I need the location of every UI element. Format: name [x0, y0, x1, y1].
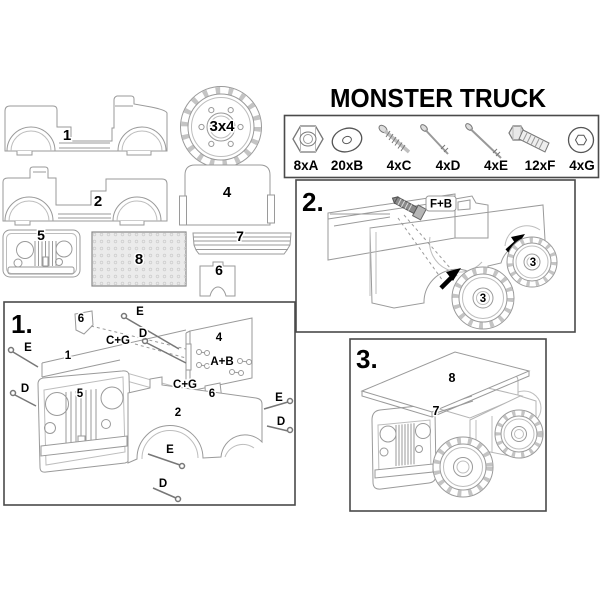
- page-title: MONSTER TRUCK: [330, 83, 546, 113]
- part-1-label: 1: [63, 127, 71, 144]
- step-3-panel-label: 8: [449, 371, 456, 385]
- part-5-label: 5: [37, 227, 45, 243]
- label-panel2: 2: [175, 407, 181, 419]
- hardware-qty-a: 8xA: [294, 158, 319, 173]
- part-8-label: 8: [135, 251, 143, 268]
- part-4-rear-panel: 4: [179, 164, 275, 226]
- hardware-qty-e: 4xE: [484, 158, 508, 173]
- step-1-assembly-drawing: [7, 310, 294, 503]
- fastener-callout: F+B: [430, 199, 452, 211]
- step-2-front-wheel: 3: [451, 266, 515, 330]
- step-3: 3.: [349, 338, 547, 512]
- wood-screw-icon: [378, 124, 411, 154]
- part-6-bracket: 6: [199, 261, 236, 297]
- part-5-grille: 5: [2, 226, 81, 278]
- screw-e-top: [120, 312, 180, 350]
- screw-d-top: [141, 337, 187, 364]
- washer-icon: [331, 127, 363, 153]
- label-d-bottom: D: [159, 478, 167, 490]
- label-grille: 5: [77, 388, 84, 400]
- part-7-label: 7: [236, 228, 244, 244]
- part-3-wheel: 3x4: [180, 86, 262, 168]
- bolt-long-icon: [465, 123, 502, 159]
- label-bracket-top: 6: [78, 313, 84, 325]
- part-6-label: 6: [215, 262, 223, 278]
- label-d-left: D: [21, 383, 29, 395]
- part-8-bed-panel: 8: [91, 231, 187, 287]
- hardware-qty-f: 12xF: [525, 158, 556, 173]
- fastener-callout-box: [425, 195, 457, 212]
- label-panel4: 4: [216, 332, 223, 344]
- step-2-rear-wheel-label: 3: [530, 257, 536, 269]
- step-2-front-wheel-label: 3: [480, 293, 486, 305]
- label-ab: A+B: [210, 356, 233, 368]
- barrel-nut-icon: [567, 126, 595, 154]
- parts-overview: 1 3x4 2: [2, 86, 292, 297]
- label-d-top: D: [139, 328, 147, 340]
- part-1-side-panel: 1: [4, 95, 168, 156]
- label-cg-top: C+G: [106, 335, 130, 347]
- screw-e-left: [7, 346, 39, 368]
- step-3-rear-wheel: [494, 409, 544, 459]
- step-1: 1.: [3, 301, 296, 506]
- label-bracket-mid: 6: [209, 388, 215, 400]
- label-panel1: 1: [65, 350, 72, 362]
- label-e-bottom: E: [166, 444, 174, 456]
- step-2-number: 2.: [302, 187, 324, 217]
- label-e-top: E: [136, 306, 144, 318]
- part-2-side-panel: 2: [2, 166, 168, 226]
- assembly-arrow-front: [439, 268, 461, 290]
- step-3-strip-label: 7: [433, 404, 440, 418]
- hex-bolt-icon: [508, 125, 550, 153]
- screw-e-bottom: [147, 453, 186, 470]
- screw-d-right: [266, 425, 294, 434]
- step-3-truck-drawing: [360, 351, 544, 498]
- label-d-right: D: [277, 416, 285, 428]
- step-3-top-panel: [360, 351, 531, 418]
- hardware-qty-c: 4xC: [387, 158, 412, 173]
- bolt-medium-icon: [420, 124, 449, 155]
- step-3-number: 3.: [356, 344, 378, 374]
- label-cg-mid: C+G: [173, 379, 197, 391]
- screw-d-left: [9, 389, 37, 407]
- hardware-qty-d: 4xD: [436, 158, 461, 173]
- step-1-number: 1.: [11, 309, 33, 339]
- hex-nut-icon: [292, 125, 324, 153]
- hardware-qty-g: 4xG: [569, 158, 595, 173]
- step-2-rear-wheel: 3: [506, 236, 558, 288]
- hardware-legend: 8xA 20xB 4xC 4xD 4xE: [283, 114, 600, 179]
- screw-e-right: [263, 397, 294, 410]
- part-2-label: 2: [94, 193, 102, 210]
- screw-d-bottom: [152, 487, 182, 503]
- part-4-label: 4: [223, 184, 232, 201]
- label-e-right: E: [275, 392, 283, 404]
- step-3-front-wheel: [432, 436, 494, 498]
- part-7-bumper-strip: 7: [192, 227, 292, 255]
- part-3-label: 3x4: [209, 118, 235, 135]
- step-2: 2. F+B: [295, 179, 576, 333]
- hardware-qty-b: 20xB: [331, 158, 364, 173]
- label-e-left: E: [24, 342, 32, 354]
- fastener-bolt-icon: [391, 196, 427, 221]
